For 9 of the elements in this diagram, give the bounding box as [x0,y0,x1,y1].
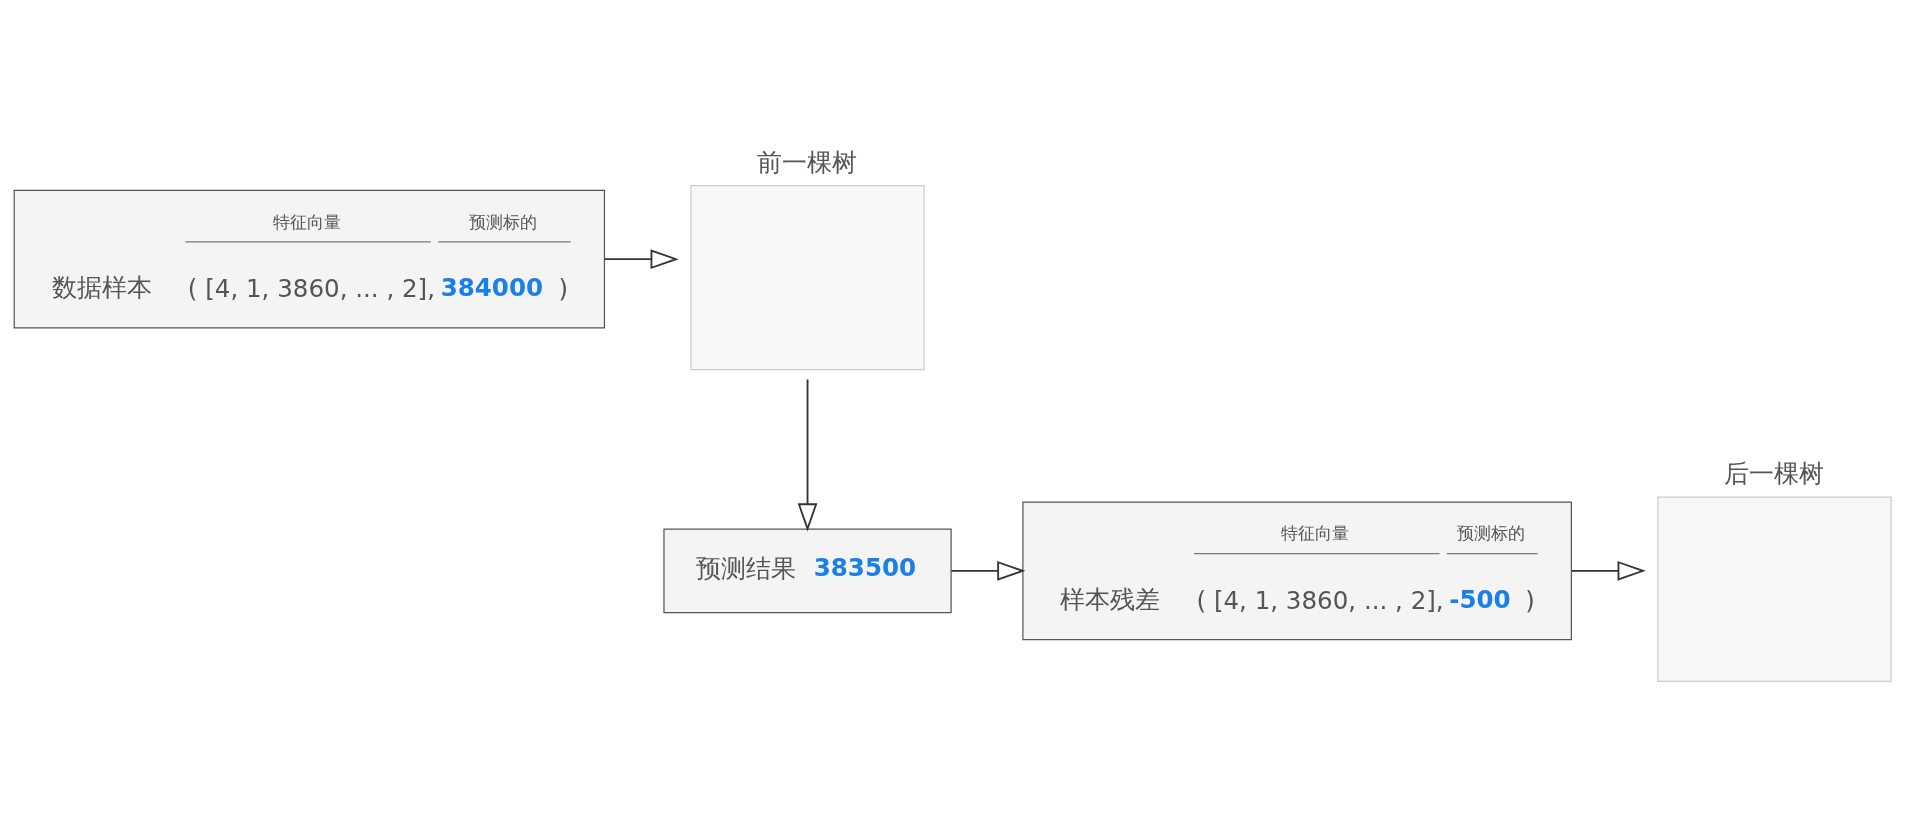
node-box: 特征向量 预测标的 样本残差 ( [4, 1, 3860, ... , 2], -500 ) [1022,501,1572,641]
node-box: 特征向量 预测标的 数据样本 ( [4, 1, 3860, ... , 2], 384000 ) [13,189,606,329]
node-label: 后一棵树 [1724,459,1825,489]
node-label: 前一棵树 [757,147,858,177]
node-box: 预测结果 383500 [663,528,952,614]
arrow [1570,560,1646,581]
arrow [950,560,1026,581]
arrow [603,249,679,270]
arrow [797,378,818,532]
